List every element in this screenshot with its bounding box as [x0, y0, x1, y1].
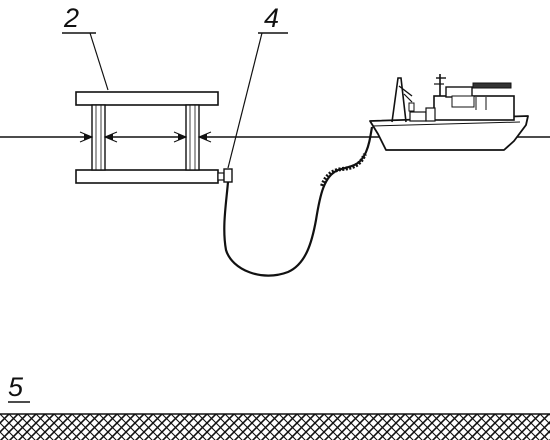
- flexible-riser: [223, 126, 374, 277]
- label-connector: 4: [264, 3, 279, 33]
- platform-column-right: [173, 104, 212, 171]
- platform-pontoon: [75, 169, 219, 184]
- platform-deck: [75, 91, 219, 106]
- label-seabed: 5: [8, 372, 24, 402]
- label-platform: 2: [63, 3, 79, 33]
- connector: [217, 168, 233, 183]
- bridge-roof: [472, 82, 512, 89]
- platform-column-left: [79, 104, 118, 171]
- vessel: [369, 74, 529, 151]
- vessel-hull: [369, 115, 529, 151]
- seabed: [0, 414, 550, 440]
- platform: [75, 91, 219, 184]
- bend-stiffener: [320, 153, 367, 187]
- crane: [391, 77, 407, 123]
- leader-lines: [8, 32, 288, 403]
